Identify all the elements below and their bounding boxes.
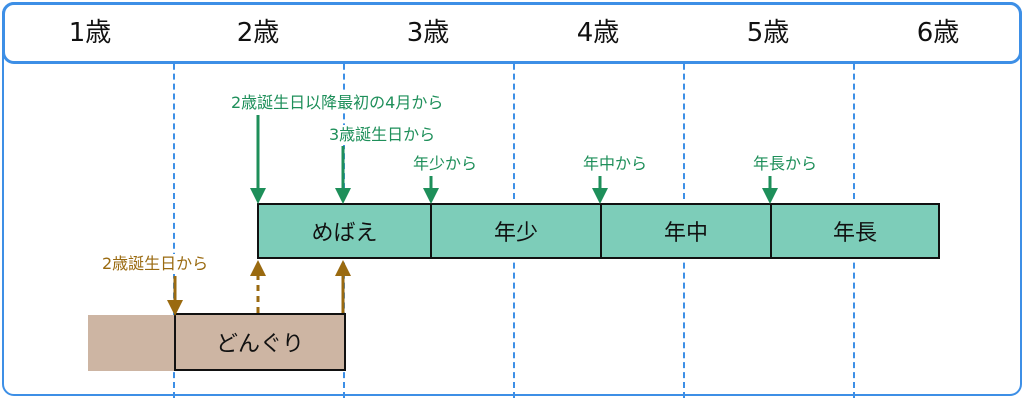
annotation-nensho-start: 年少から	[411, 154, 480, 174]
separator-line	[853, 4, 855, 398]
program-nensho: 年少	[430, 203, 602, 259]
annotation-mebae-start: 2歳誕生日以降最初の4月から	[229, 93, 446, 113]
age-header	[2, 2, 1022, 64]
brown-arrow-dongurii-start	[167, 276, 183, 316]
age-label-2: 2歳	[236, 18, 280, 48]
separator-line	[173, 4, 175, 398]
age-label-6: 6歳	[916, 18, 960, 48]
pre-dongurii-bar	[88, 315, 176, 371]
green-arrow-nenchu	[592, 176, 608, 204]
age-label-3: 3歳	[406, 18, 450, 48]
program-dongurii: どんぐり	[174, 313, 346, 371]
program-nencho: 年長	[770, 203, 940, 259]
annotation-nencho-start: 年長から	[751, 154, 820, 174]
green-arrow-mebae	[250, 115, 266, 204]
age-label-1: 1歳	[68, 18, 112, 48]
green-arrow-nensho	[423, 176, 439, 204]
separator-line	[683, 4, 685, 398]
annotation-nenchu-start: 年中から	[581, 154, 650, 174]
program-nenchu: 年中	[600, 203, 772, 259]
separator-line	[513, 4, 515, 398]
brown-dashed-arrow-up	[250, 260, 266, 313]
annotation-dongurii-start: 2歳誕生日から	[100, 254, 211, 274]
brown-arrow-up	[335, 260, 351, 313]
green-arrow-mebae-alt	[335, 146, 351, 204]
annotation-mebae-alt: 3歳誕生日から	[327, 125, 438, 145]
age-label-4: 4歳	[576, 18, 620, 48]
age-label-5: 5歳	[746, 18, 790, 48]
green-arrow-nencho	[762, 176, 778, 204]
